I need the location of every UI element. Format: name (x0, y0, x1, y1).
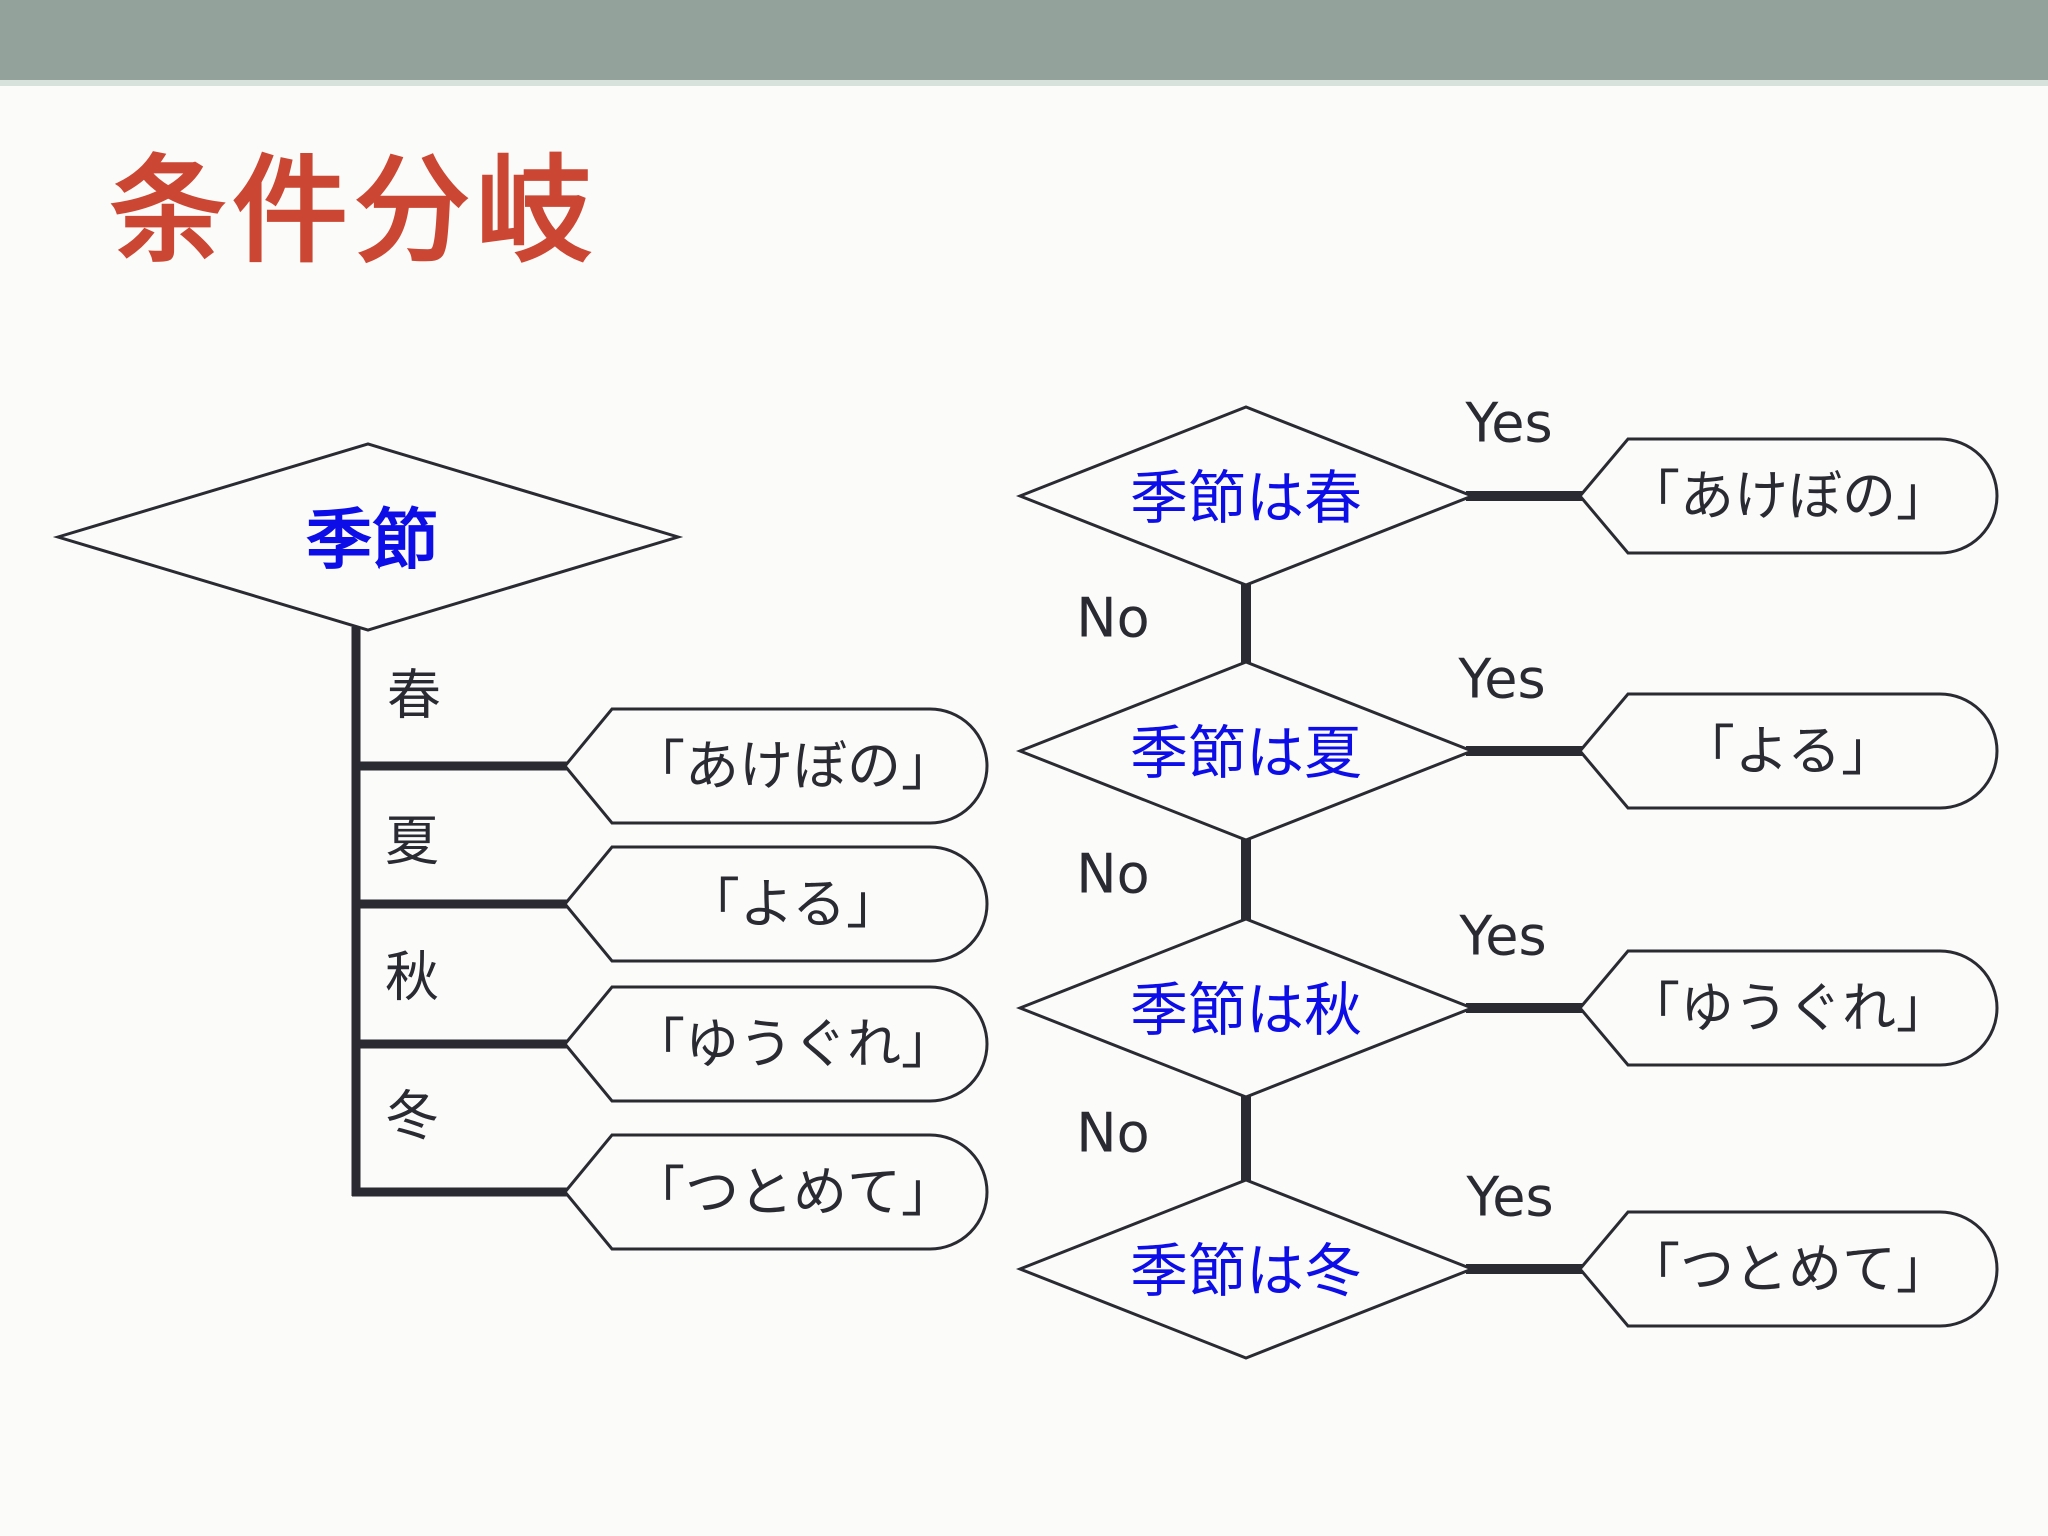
header-bar (0, 0, 2048, 80)
left-branch-label-autumn: 秋 (385, 946, 439, 1009)
right-result-label-winter: 「つとめて」 (1626, 1238, 1950, 1301)
no-label-2: No (1076, 843, 1149, 906)
left-result-shape-spring (563, 707, 989, 825)
right-condition-label-summer: 季節は夏 (1130, 719, 1362, 787)
right-condition-label-autumn: 季節は秋 (1130, 976, 1362, 1044)
right-decision-diamond-summer (1015, 660, 1477, 842)
yes-label-4: Yes (1465, 1166, 1553, 1229)
left-branch-label-winter: 冬 (385, 1085, 439, 1148)
left-result-label-summer: 「よる」 (686, 873, 900, 936)
right-result-shape-summer (1578, 692, 1999, 810)
header-bar-edge (0, 80, 2048, 86)
left-result-label-autumn: 「ゆうぐれ」 (631, 1013, 955, 1076)
right-result-shape-autumn (1578, 949, 1999, 1067)
right-result-shape-spring (1578, 437, 1999, 555)
no-label-1: No (1076, 587, 1149, 650)
left-result-shape-winter (563, 1133, 989, 1251)
left-result-shape-summer (563, 845, 989, 963)
left-result-shape-autumn (563, 985, 989, 1103)
left-root-diamond (52, 442, 684, 632)
right-result-label-spring: 「あけぼの」 (1626, 465, 1950, 528)
left-root-label: 季節 (306, 502, 438, 579)
left-branch-label-spring: 春 (387, 664, 441, 727)
yes-label-1: Yes (1464, 392, 1552, 455)
left-result-label-winter: 「つとめて」 (631, 1161, 955, 1224)
left-branch-label-summer: 夏 (385, 810, 439, 873)
right-result-label-autumn: 「ゆうぐれ」 (1626, 977, 1950, 1040)
slide-title: 条件分岐 (110, 144, 598, 279)
left-result-label-spring: 「あけぼの」 (631, 735, 955, 798)
yes-label-3: Yes (1458, 905, 1546, 968)
right-decision-diamond-winter (1015, 1178, 1477, 1360)
yes-label-2: Yes (1457, 648, 1545, 711)
right-result-shape-winter (1578, 1210, 1999, 1328)
right-condition-label-winter: 季節は冬 (1130, 1237, 1362, 1305)
no-label-3: No (1076, 1102, 1149, 1165)
right-result-label-summer: 「よる」 (1681, 720, 1895, 783)
right-decision-diamond-spring (1015, 405, 1477, 587)
right-condition-label-spring: 季節は春 (1130, 464, 1362, 532)
right-decision-diamond-autumn (1015, 917, 1477, 1099)
